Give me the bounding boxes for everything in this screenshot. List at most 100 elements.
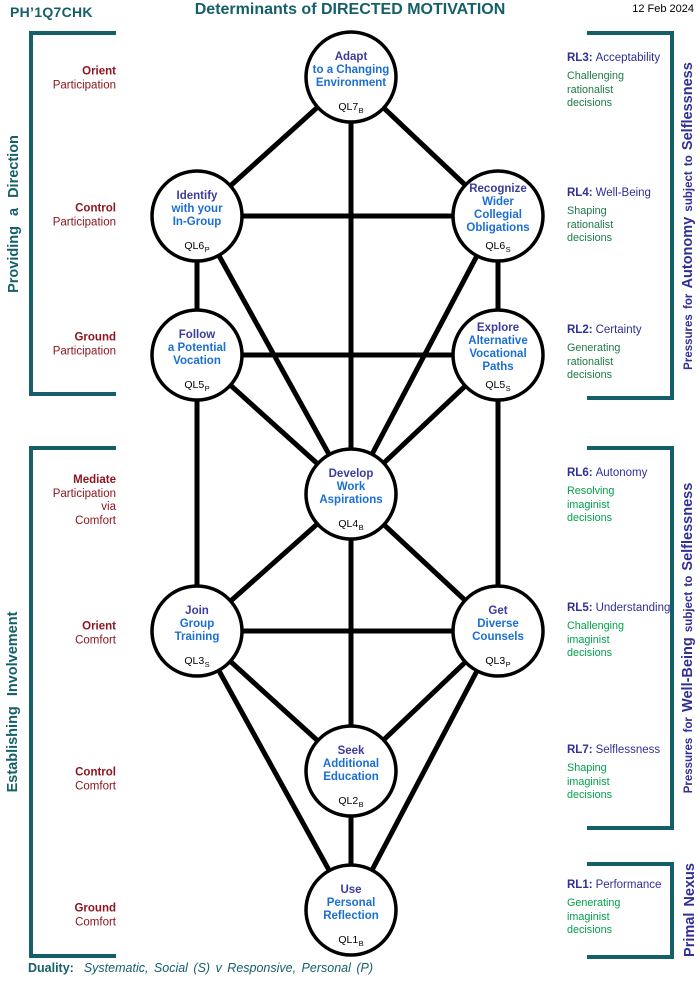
left-row-sub: Participation xyxy=(52,345,116,357)
rl-name: Acceptability xyxy=(595,52,661,64)
node-tag-QL3P: QL3P xyxy=(485,655,511,669)
rl-decisions: Challenging imaginist decisions xyxy=(567,620,625,659)
node-tag-subscript: B xyxy=(358,106,364,115)
bracket-right-bottom xyxy=(587,862,674,959)
rl-name: Performance xyxy=(595,879,662,891)
edge-QL3P-QL1B xyxy=(348,629,501,912)
vertical-label-part: Establishing Involvement xyxy=(5,611,21,793)
rl-code: RL3: xyxy=(567,52,593,64)
left-row-sub: Comfort xyxy=(75,916,116,928)
node-first-line: Follow xyxy=(178,328,216,341)
duality-text: Systematic, Social (S) v Responsive, Per… xyxy=(83,961,374,975)
rl-decisions: Generating rationalist decisions xyxy=(567,342,621,381)
node-circle-QL5S xyxy=(451,308,545,402)
rl-name: Well-Being xyxy=(595,187,651,199)
chart-code: PH’1Q7CHK xyxy=(10,4,93,20)
node-first-line: Explore xyxy=(476,322,520,334)
rl-decisions: Generating imaginist decisions xyxy=(567,897,621,936)
edge-QL3S-QL1B xyxy=(194,629,354,912)
node-tag-QL6S: QL6S xyxy=(485,240,511,254)
node-first-line: Get xyxy=(488,604,508,617)
node-circle-QL1B xyxy=(304,863,398,957)
rl-heading: RL5:Understanding xyxy=(567,602,685,615)
bracket-layer xyxy=(29,31,674,959)
left-row-sub: Participation via Comfort xyxy=(52,487,116,527)
node-tag-subscript: S xyxy=(204,660,210,669)
vertical-label-primal-nexus: Primal Nexus xyxy=(681,863,699,957)
node-tag-QL2B: QL2B xyxy=(338,795,364,809)
rl-code: RL1: xyxy=(567,879,593,891)
left-row-sub: Comfort xyxy=(75,634,116,646)
bracket-right-middle xyxy=(587,446,674,830)
left-row-title: Orient xyxy=(82,65,116,78)
rl-code: RL4: xyxy=(567,187,593,199)
rl-code: RL5: xyxy=(567,602,593,614)
node-tag-subscript: P xyxy=(204,384,210,393)
left-row-title: Ground xyxy=(74,331,116,344)
rl-heading: RL6:Autonomy xyxy=(567,467,685,480)
bracket-right-top xyxy=(587,31,674,400)
node-rest-lines: to a Changing Environment xyxy=(312,63,390,89)
rl-name: Selflessness xyxy=(595,744,661,756)
node-tag-subscript: B xyxy=(358,523,364,532)
bracket-left-bottom xyxy=(29,446,116,958)
left-row-title: Control xyxy=(75,766,116,779)
rl-decisions: Challenging rationalist decisions xyxy=(567,70,625,109)
node-rest-lines: a Potential Vocation xyxy=(167,341,227,367)
node-first-line: Develop xyxy=(328,467,374,480)
duality-label: Duality: xyxy=(28,961,74,975)
rl-heading: RL7:Selflessness xyxy=(567,744,685,757)
rl-heading: RL4:Well-Being xyxy=(567,187,685,200)
node-tag-QL3S: QL3S xyxy=(184,655,210,669)
node-circle-QL6S xyxy=(451,169,545,263)
node-rest-lines: with your In-Group xyxy=(171,202,223,228)
left-row-title: Orient xyxy=(82,620,116,633)
node-circle-QL3P xyxy=(451,584,545,678)
vertical-label-part: Pressures for xyxy=(683,711,695,794)
node-first-line: Recognize xyxy=(469,183,527,195)
node-tag-subscript: P xyxy=(505,660,511,669)
page-title: Determinants of DIRECTED MOTIVATION xyxy=(194,1,506,18)
node-first-line: Join xyxy=(185,604,209,617)
node-tag-QL6P: QL6P xyxy=(184,240,210,254)
node-circle-QL6P xyxy=(150,169,244,263)
vertical-label-part: Selflessness xyxy=(680,482,696,571)
node-tag-subscript: B xyxy=(358,800,364,809)
node-circle-QL5P xyxy=(150,308,244,402)
vertical-label-part: Pressures for xyxy=(683,288,695,370)
node-tag-subscript: S xyxy=(505,384,511,393)
vertical-label-part: subject to xyxy=(683,570,695,638)
rl-name: Certainty xyxy=(595,324,642,336)
node-first-line: Adapt xyxy=(334,50,368,63)
node-tag-QL5P: QL5P xyxy=(184,379,210,393)
node-tag-QL7B: QL7B xyxy=(338,101,364,115)
vertical-label-part: Providing a Direction xyxy=(6,135,22,293)
vertical-label-part: Autonomy xyxy=(680,216,696,289)
